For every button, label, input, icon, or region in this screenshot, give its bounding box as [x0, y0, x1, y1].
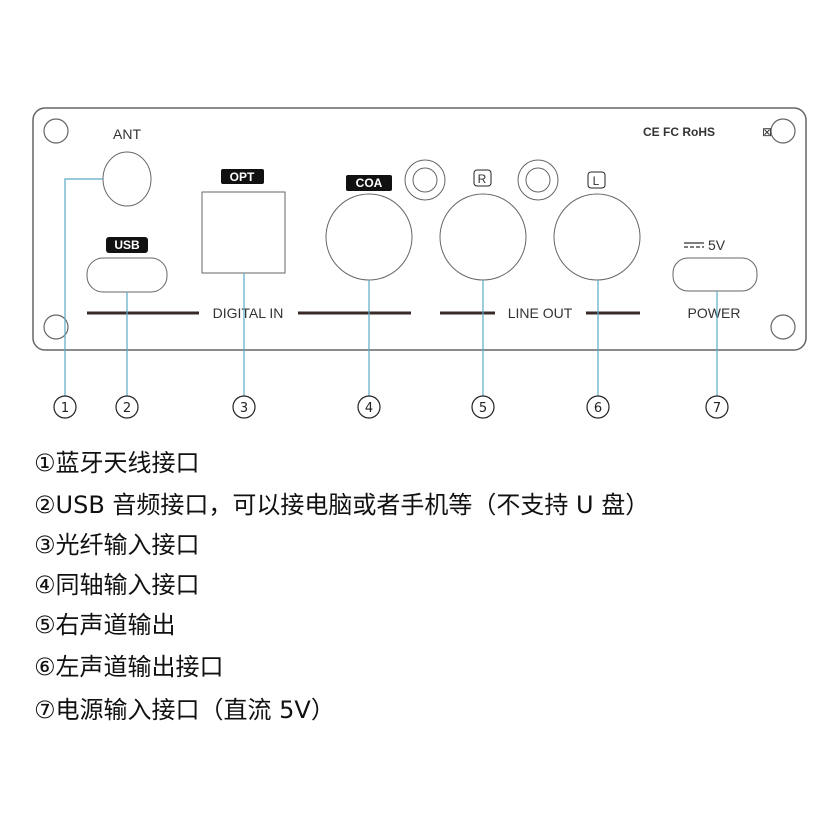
indicator-inner [525, 167, 551, 193]
caption-3: ③光纤输入接口 [34, 531, 200, 559]
digital-in-label: DIGITAL IN [213, 305, 284, 321]
certification-marks: CE FC RoHS [643, 125, 715, 139]
callout-1: 1 [61, 401, 69, 416]
screw-hole [43, 314, 69, 340]
panel-outline [32, 107, 807, 351]
callout-circle [705, 395, 729, 419]
caption-6: ⑥左声道输出接口 [34, 653, 224, 681]
callout-circle [232, 395, 256, 419]
callout-6: 6 [594, 401, 602, 416]
r-label: R [478, 172, 487, 186]
coa-tag [346, 175, 392, 191]
l-tag [587, 171, 606, 189]
callout-circle [115, 395, 139, 419]
callout-circle [471, 395, 495, 419]
opt-tag [221, 169, 264, 184]
screw-hole [770, 314, 796, 340]
indicator-ring [404, 159, 446, 201]
callout-2: 2 [123, 401, 131, 416]
leader-lines [64, 178, 718, 396]
opt-label: OPT [230, 170, 255, 184]
callout-circle [586, 395, 610, 419]
caption-1: ①蓝牙天线接口 [34, 449, 200, 477]
power-voltage-label: 5V [708, 237, 726, 253]
power-label: POWER [688, 305, 741, 321]
callout-5: 5 [479, 401, 487, 416]
left-rca-port [553, 193, 641, 281]
callout-3: 3 [240, 401, 248, 416]
r-tag [473, 169, 492, 187]
indicator-inner [412, 167, 438, 193]
rear-panel-diagram: CE FC RoHS ⊠ ANT USB OPT COA R L 5V POWE… [32, 107, 807, 419]
usb-label: USB [114, 238, 140, 252]
dc-symbol-icon [684, 242, 704, 248]
ant-label: ANT [113, 126, 141, 142]
callout-4: 4 [365, 401, 373, 416]
callout-circle [53, 395, 77, 419]
screw-hole [43, 118, 69, 144]
l-label: L [593, 174, 600, 188]
coa-label: COA [356, 176, 383, 190]
indicator-ring [517, 159, 559, 201]
caption-5: ⑤右声道输出 [34, 611, 176, 639]
line-out-label: LINE OUT [508, 305, 573, 321]
power-port [672, 257, 758, 292]
callout-7: 7 [713, 401, 721, 416]
caption-4: ④同轴输入接口 [34, 571, 200, 599]
callout-circle [357, 395, 381, 419]
screw-hole [770, 118, 796, 144]
mounting-holes [43, 118, 796, 340]
usb-tag [106, 237, 148, 253]
caption-2: ②USB 音频接口，可以接电脑或者手机等（不支持 U 盘） [34, 491, 650, 519]
weee-icon: ⊠ [762, 125, 772, 139]
caption-7: ⑦电源输入接口（直流 5V） [34, 696, 335, 724]
